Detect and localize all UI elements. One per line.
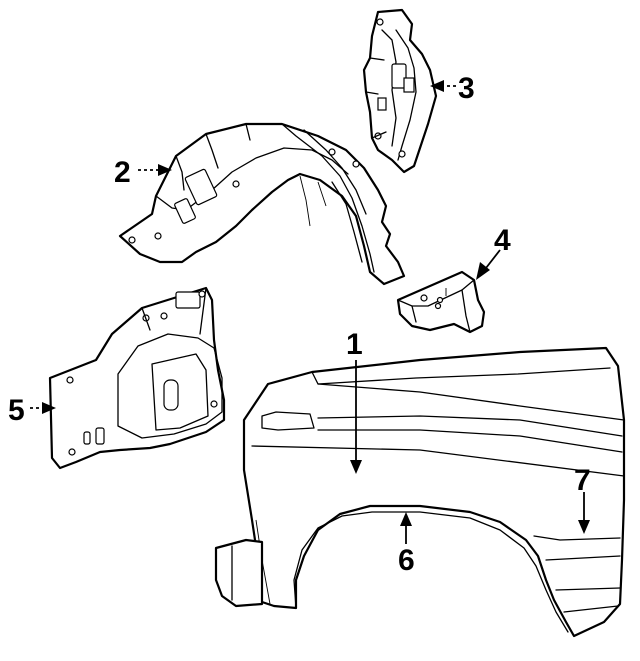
part-5-splash-shield	[48, 286, 226, 470]
part-1-fender	[214, 346, 626, 638]
callout-4: 4	[494, 224, 511, 257]
part-3-upper-bracket	[362, 8, 438, 174]
part-2-wheelhouse	[118, 122, 406, 286]
part-4-small-bracket	[396, 270, 486, 334]
callout-1: 1	[346, 328, 363, 361]
callout-7: 7	[574, 464, 591, 497]
leader-lines	[30, 80, 590, 544]
callout-6: 6	[398, 544, 415, 577]
callout-3: 3	[458, 72, 475, 105]
callout-labels: 1 2 3 4 5 6 7	[8, 72, 591, 577]
callout-5: 5	[8, 394, 25, 427]
callout-2: 2	[114, 156, 131, 189]
